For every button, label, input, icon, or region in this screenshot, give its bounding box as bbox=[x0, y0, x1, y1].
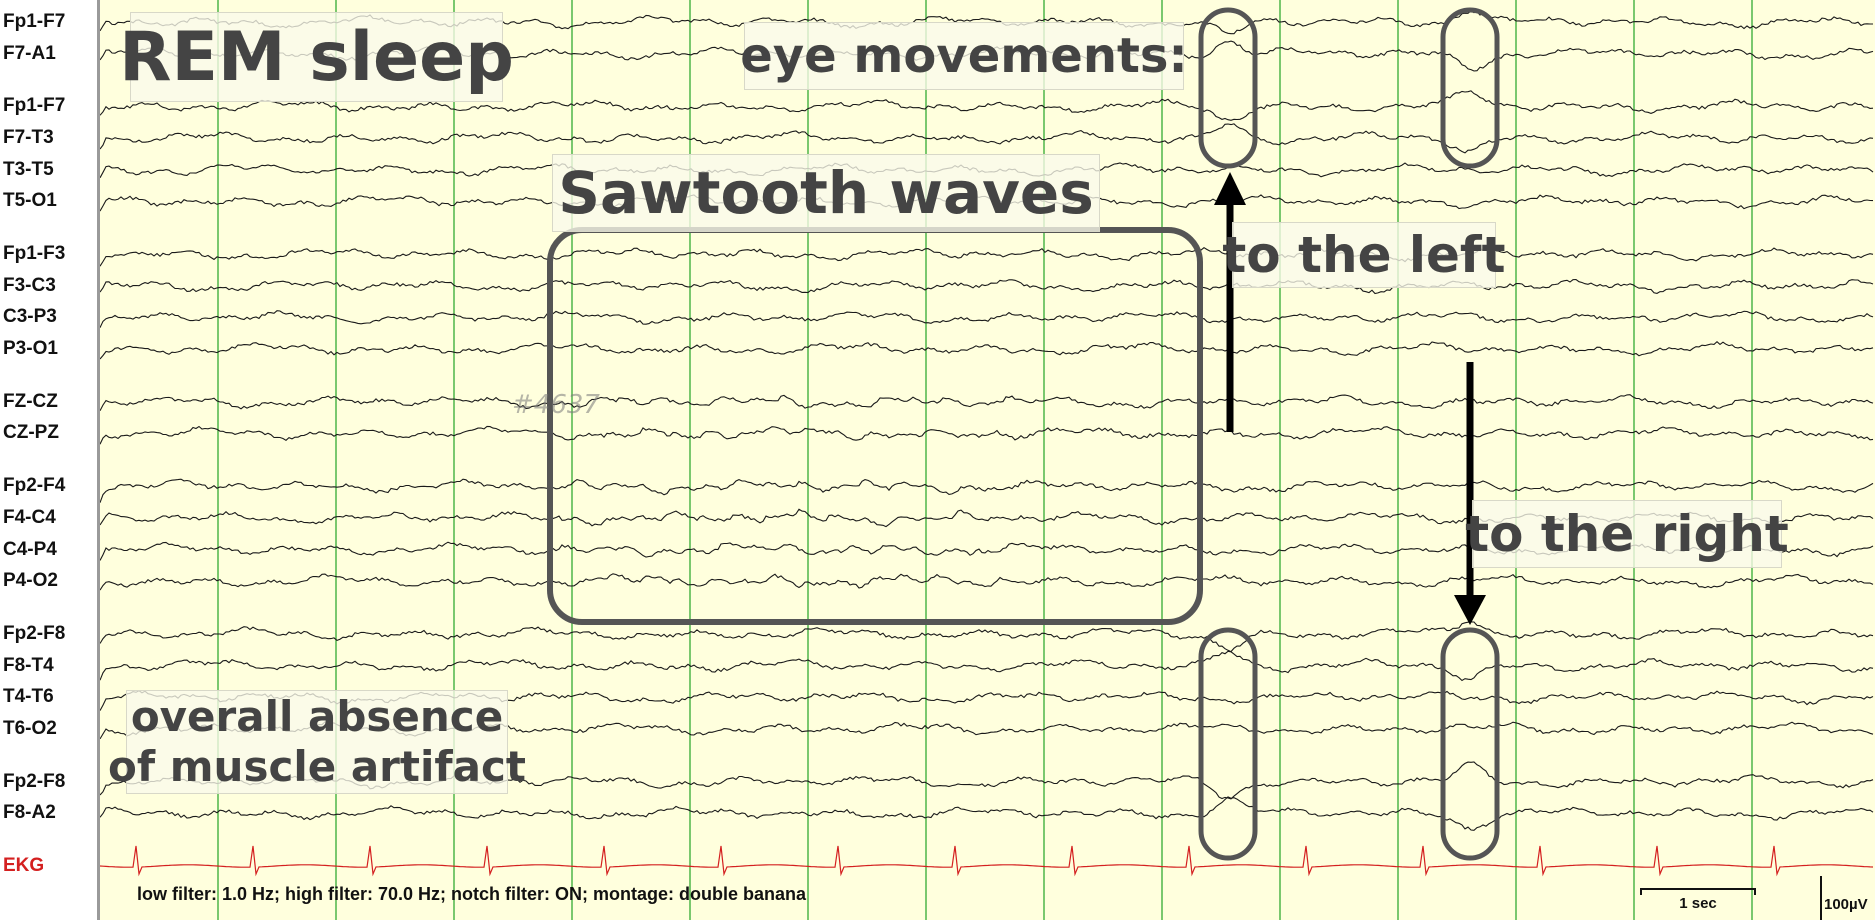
time-scale-label: 1 sec bbox=[1679, 895, 1717, 912]
channel-label: CZ-PZ bbox=[3, 422, 59, 444]
arrow-right-head bbox=[1454, 595, 1486, 625]
annotation-muscle-line1: overall absence bbox=[130, 692, 504, 741]
annotation-to-the-right: to the right bbox=[1465, 500, 1789, 568]
channel-label: T4-T6 bbox=[3, 686, 54, 708]
time-scale-bar: 1 sec bbox=[1640, 888, 1756, 914]
channel-label: Fp2-F8 bbox=[3, 770, 66, 792]
channel-label: F4-C4 bbox=[3, 506, 56, 528]
channel-label: C3-P3 bbox=[3, 306, 57, 328]
channel-label: F3-C3 bbox=[3, 274, 56, 296]
annotation-muscle-line2: of muscle artifact bbox=[108, 742, 526, 791]
eeg-trace bbox=[100, 278, 1874, 295]
channel-label: F8-T4 bbox=[3, 654, 54, 676]
channel-label: Fp2-F8 bbox=[3, 622, 66, 644]
eeg-trace bbox=[100, 478, 1874, 503]
eeg-trace bbox=[100, 90, 1874, 121]
eeg-trace bbox=[100, 340, 1874, 360]
channel-label: P4-O2 bbox=[3, 570, 58, 592]
channel-label: Fp1-F3 bbox=[3, 243, 66, 265]
channel-label: C4-P4 bbox=[3, 538, 57, 560]
channel-label: F8-A2 bbox=[3, 802, 56, 824]
eeg-trace bbox=[100, 123, 1874, 154]
channel-label: T5-O1 bbox=[3, 190, 57, 212]
eye-movement-right-oval-top bbox=[1440, 7, 1500, 169]
eeg-trace bbox=[100, 650, 1874, 682]
annotation-eye-movements: eye movements: bbox=[740, 22, 1188, 90]
channel-label: T6-O2 bbox=[3, 717, 57, 739]
channel-label: Fp2-F4 bbox=[3, 475, 66, 497]
annotation-muscle-artifact: overall absence of muscle artifact bbox=[108, 690, 526, 794]
eye-movement-left-oval-bottom bbox=[1198, 627, 1258, 861]
watermark-id: #4637 bbox=[512, 390, 600, 420]
annotation-sawtooth-waves: Sawtooth waves bbox=[552, 154, 1100, 232]
eeg-trace bbox=[100, 310, 1874, 328]
channel-label: FZ-CZ bbox=[3, 390, 58, 412]
channel-label: Fp1-F7 bbox=[3, 95, 66, 117]
eeg-trace bbox=[100, 425, 1874, 445]
eeg-trace bbox=[100, 796, 1874, 831]
amplitude-scale-label: 100µV bbox=[1824, 896, 1868, 913]
ekg-trace bbox=[100, 845, 1874, 877]
eeg-trace bbox=[100, 621, 1874, 653]
filter-settings-footer: low filter: 1.0 Hz; high filter: 70.0 Hz… bbox=[137, 884, 807, 904]
channel-label: Fp1-F7 bbox=[3, 11, 66, 32]
channel-label: T3-T5 bbox=[3, 158, 54, 180]
channel-label: P3-O1 bbox=[3, 338, 58, 360]
chart-title: REM sleep bbox=[119, 12, 514, 102]
arrow-left-head bbox=[1214, 172, 1246, 205]
eye-movement-left-oval-top bbox=[1198, 7, 1258, 169]
amplitude-scale-bar: 100µV bbox=[1818, 876, 1875, 920]
eye-movement-right-oval-bottom bbox=[1440, 627, 1500, 861]
channel-label: EKG bbox=[3, 855, 45, 876]
eeg-trace bbox=[100, 573, 1874, 591]
eeg-trace bbox=[100, 247, 1874, 267]
channel-label: F7-A1 bbox=[3, 42, 56, 64]
channel-label: F7-T3 bbox=[3, 127, 54, 149]
annotation-to-the-left: to the left bbox=[1222, 222, 1506, 288]
eeg-trace bbox=[100, 394, 1874, 412]
